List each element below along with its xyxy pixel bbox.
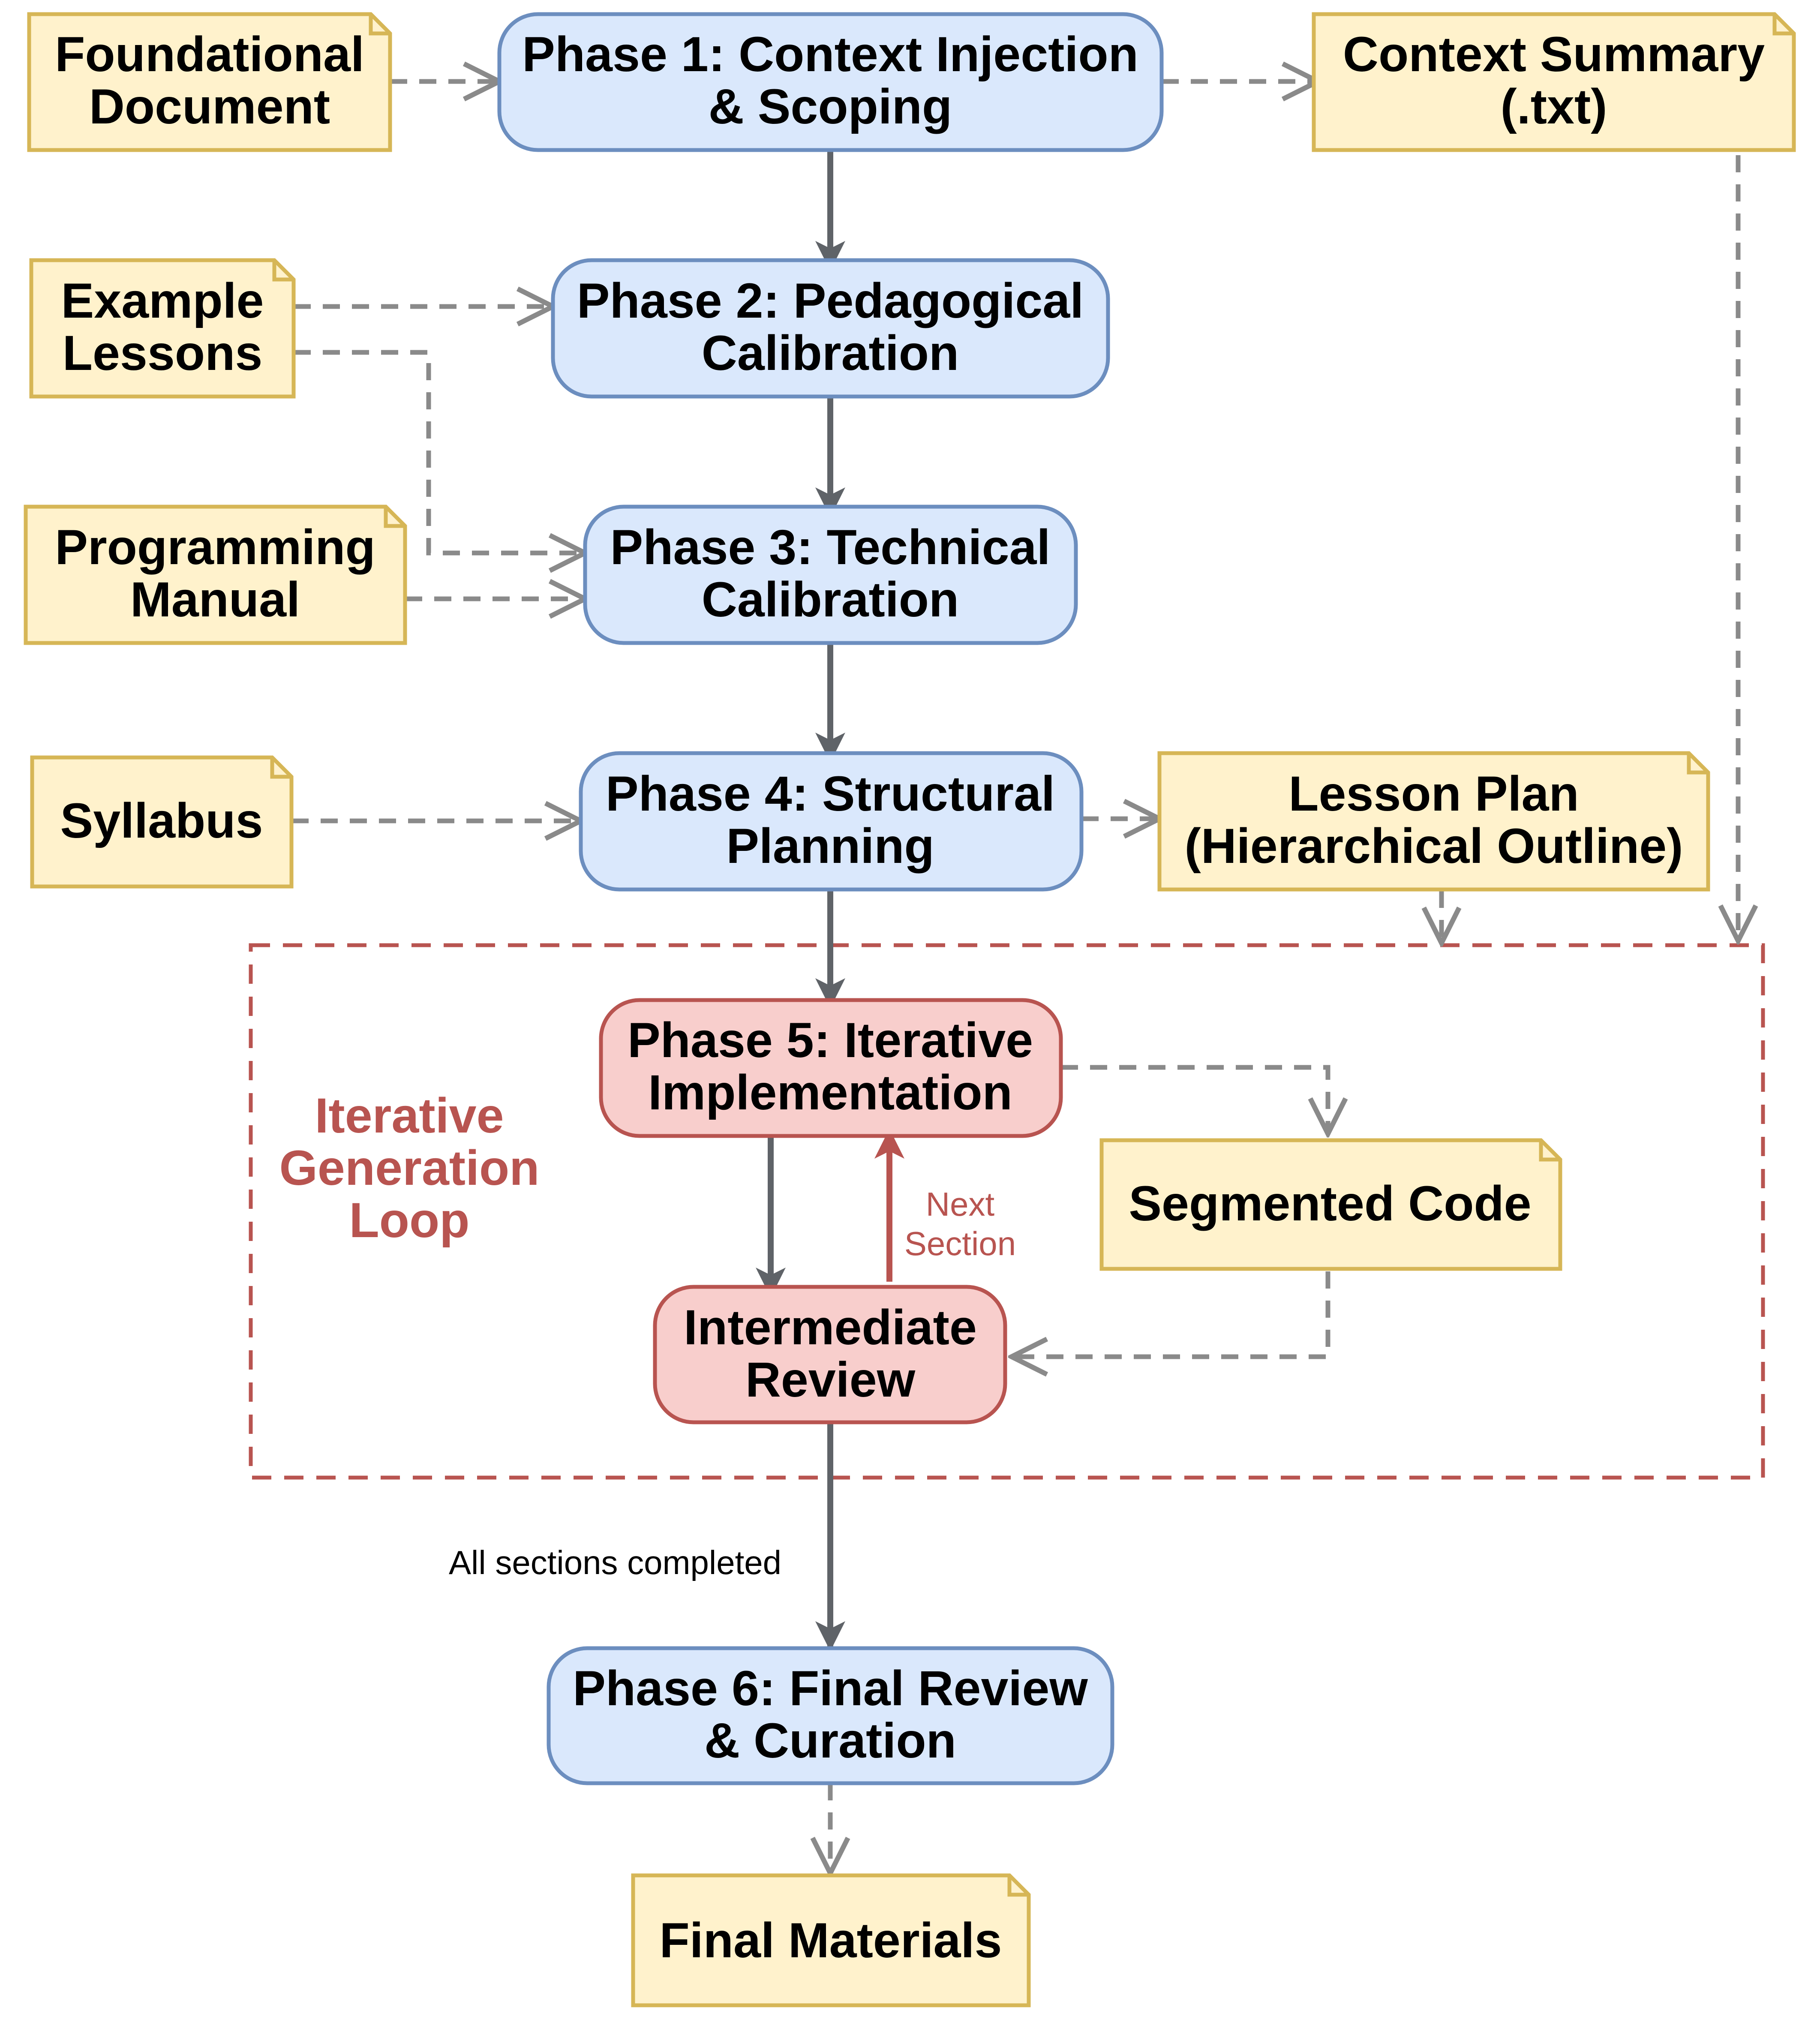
phase3-box [583,505,1078,645]
segmented-code-fold [1539,1140,1560,1162]
segmented-code-shape [1099,1138,1562,1271]
document-lesson-plan[interactable]: Lesson Plan(Hierarchical Outline) [1157,751,1710,892]
iterative-loop-boundary [249,943,1765,1480]
phase6-box [547,1646,1114,1785]
document-syllabus[interactable]: Syllabus [30,755,294,889]
phase1-label: Phase 1: Context Injection& Scoping [522,27,1138,134]
edge-examples-phase3 [294,350,585,553]
example-lessons-shape [29,258,296,399]
final-materials-fold [1007,1875,1029,1897]
document-segmented-code[interactable]: Segmented Code [1099,1138,1562,1271]
lesson-plan-shape [1157,751,1710,892]
syllabus-shape [30,755,294,889]
all-sections-completed-label: All sections completed [449,1544,781,1581]
syllabus-fold [270,757,291,779]
phase1-box [497,12,1164,152]
edge-segmented-code-review [1012,1271,1330,1357]
final-materials-shape [631,1873,1031,2007]
lesson-plan-fold [1687,753,1708,775]
context-summary-shape [1312,12,1796,152]
segmented-code-label: Segmented Code [1129,1176,1531,1231]
phase2-box [551,258,1110,399]
intermediate-review-box [653,1285,1007,1424]
context-summary-label: Context Summary(.txt) [1343,27,1765,134]
phase5-box [599,998,1063,1138]
edge-phase5-segmented-code [1061,1065,1328,1134]
context-summary-fold [1772,14,1794,36]
foundational-fold [369,14,390,36]
example-lessons-fold [272,260,294,282]
phase4-box [579,751,1084,892]
document-final-materials[interactable]: Final Materials [631,1873,1031,2007]
process-phase6[interactable]: Phase 6: Final Review& Curation [547,1646,1114,1785]
programming-manual-shape [24,505,407,645]
lesson-plan-label: Lesson Plan(Hierarchical Outline) [1184,766,1683,874]
programming-manual-fold [384,507,405,528]
phase6-label: Phase 6: Final Review& Curation [573,1661,1088,1768]
syllabus-label: Syllabus [60,793,263,848]
solid-connectors [756,150,904,1651]
final-materials-label: Final Materials [660,1913,1002,1968]
document-context-summary[interactable]: Context Summary(.txt) [1312,12,1796,152]
process-phase1[interactable]: Phase 1: Context Injection& Scoping [497,12,1164,152]
dashed-connectors [291,81,1738,1873]
foundational-shape [27,12,392,152]
